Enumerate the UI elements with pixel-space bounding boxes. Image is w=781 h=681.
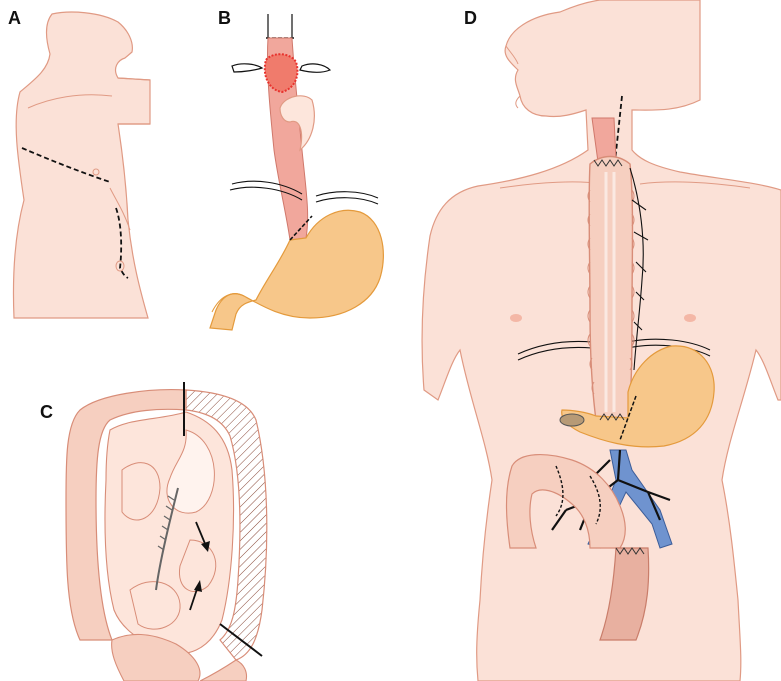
panel-d: D <box>422 0 781 681</box>
diaphragm-b-right <box>316 192 378 204</box>
nipple-left <box>510 314 522 322</box>
clavicle-left <box>232 64 262 72</box>
small-bowel <box>105 412 234 654</box>
panel-a: A <box>8 8 150 318</box>
panel-b: B <box>210 8 383 330</box>
esophagus-upper-outline <box>268 14 292 38</box>
panel-label-b: B <box>218 8 231 28</box>
pylorus-opening <box>560 414 584 426</box>
nipple-right <box>684 314 696 322</box>
panel-label-d: D <box>464 8 477 28</box>
interposed-colon <box>589 157 632 421</box>
torso-lateral <box>13 12 150 318</box>
clavicle-right <box>300 64 330 72</box>
panel-c: C <box>40 382 267 681</box>
panel-label-c: C <box>40 402 53 422</box>
panel-label-a: A <box>8 8 21 28</box>
ileum-stump <box>200 660 247 681</box>
